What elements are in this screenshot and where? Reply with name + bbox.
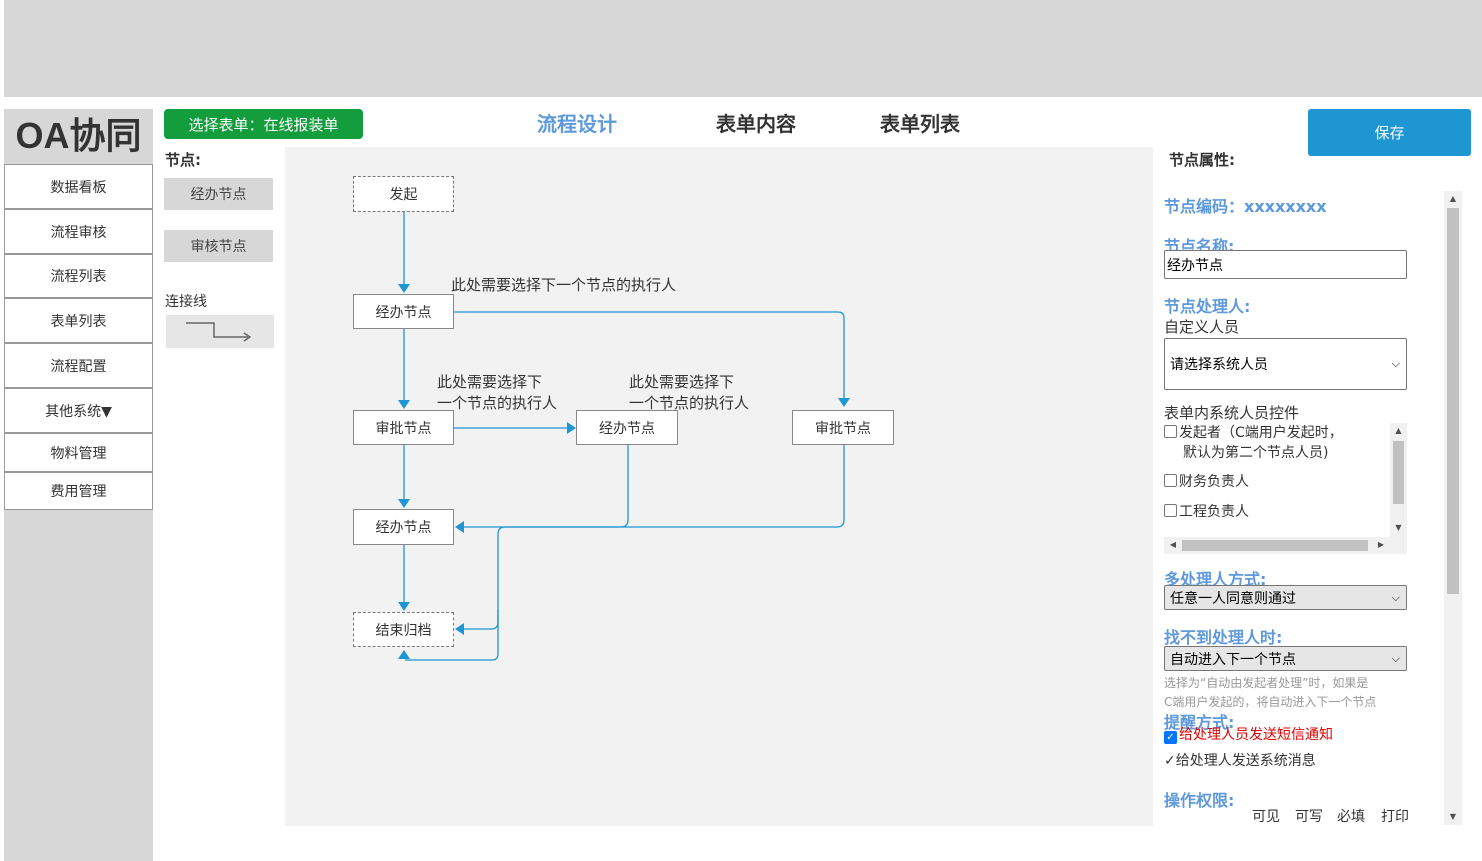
flow-note-top: 此处需要选择下一个节点的执行人: [451, 276, 677, 294]
system-person-select-value: 请选择系统人员: [1170, 357, 1268, 373]
connector-arrow-icon: [186, 322, 252, 342]
flow-node-end[interactable]: 结束归档: [353, 612, 454, 647]
perm-col-visible: 可见: [1252, 809, 1280, 825]
form-control-item-label: 发起者（C端用户发起时，: [1179, 425, 1343, 441]
scroll-thumb[interactable]: [1393, 441, 1404, 504]
form-control-vscroll[interactable]: ▲ ▼: [1390, 423, 1407, 537]
sidebar-item-process-config[interactable]: 流程配置: [4, 343, 153, 388]
remind-sms-option[interactable]: ✓给处理人员发送短信通知: [1164, 725, 1333, 745]
properties-title: 节点属性:: [1169, 151, 1235, 169]
flow-node-approve-1[interactable]: 审批节点: [353, 410, 454, 445]
flow-note-mid-right-2: 一个节点的执行人: [629, 394, 750, 412]
form-control-item-initiator[interactable]: 发起者（C端用户发起时，: [1164, 423, 1343, 443]
form-control-item-label: 工程负责人: [1179, 504, 1249, 520]
sidebar: OA协同 数据看板 流程审核 流程列表 表单列表 流程配置 其他系统▼ 物料管理…: [4, 109, 153, 861]
scroll-left-icon[interactable]: ◀: [1169, 540, 1177, 549]
scroll-down-icon[interactable]: ▼: [1449, 812, 1457, 821]
tab-process-design[interactable]: 流程设计: [537, 112, 617, 136]
checkbox-finance[interactable]: [1164, 474, 1177, 487]
not-found-select[interactable]: 自动进入下一个节点 ⌵: [1164, 646, 1407, 671]
scroll-right-icon[interactable]: ▶: [1377, 540, 1385, 549]
flow-node-approve-right[interactable]: 审批节点: [792, 410, 894, 445]
multi-mode-label: 多处理人方式:: [1164, 570, 1267, 589]
not-found-select-value: 自动进入下一个节点: [1170, 651, 1296, 668]
scroll-thumb[interactable]: [1182, 540, 1368, 551]
flow-connectors: [398, 212, 850, 661]
checkbox-sms[interactable]: ✓: [1164, 731, 1177, 744]
scroll-up-icon[interactable]: ▲: [1449, 194, 1457, 203]
flow-note-mid-left-1: 此处需要选择下: [437, 373, 543, 391]
scroll-thumb[interactable]: [1447, 208, 1459, 594]
form-control-list[interactable]: 发起者（C端用户发起时， 默认为第二个节点人员) 财务负责人 工程负责人 ▲ ▼…: [1164, 423, 1407, 554]
tab-form-list[interactable]: 表单列表: [880, 112, 960, 136]
palette-connector-label: 连接线: [165, 294, 207, 310]
palette-title: 节点:: [165, 151, 201, 169]
flow-note-mid-left-2: 一个节点的执行人: [437, 394, 558, 412]
form-select-button[interactable]: 选择表单：在线报装单: [164, 109, 363, 139]
app-logo: OA协同: [4, 109, 153, 163]
not-found-hint-1: 选择为“自动由发起者处理”时，如果是: [1164, 676, 1369, 690]
multi-mode-select[interactable]: 任意一人同意则通过 ⌵: [1164, 585, 1407, 610]
sidebar-item-materials[interactable]: 物料管理: [4, 433, 153, 472]
flow-node-handle-1[interactable]: 经办节点: [353, 294, 454, 329]
palette-handle-node[interactable]: 经办节点: [164, 178, 273, 210]
form-control-item-initiator-note: 默认为第二个节点人员): [1183, 445, 1329, 461]
perm-col-writable: 可写: [1295, 809, 1323, 825]
multi-mode-select-value: 任意一人同意则通过: [1170, 590, 1296, 607]
flow-note-mid-right-1: 此处需要选择下: [629, 373, 735, 391]
sidebar-item-process-list[interactable]: 流程列表: [4, 254, 153, 298]
system-person-select[interactable]: 请选择系统人员 ⌵: [1164, 338, 1407, 390]
not-found-label: 找不到处理人时:: [1164, 628, 1283, 647]
chevron-down-icon: ⌵: [1391, 651, 1400, 665]
node-handler-label: 节点处理人:: [1164, 297, 1251, 316]
palette-review-node[interactable]: 审核节点: [164, 230, 273, 262]
remind-sys-option[interactable]: ✓给处理人发送系统消息: [1164, 753, 1316, 769]
sidebar-item-other-systems[interactable]: 其他系统▼: [4, 388, 153, 433]
chevron-down-icon: ⌵: [1391, 590, 1400, 604]
remind-sms-label: 给处理人员发送短信通知: [1179, 727, 1333, 743]
form-control-item-engineering[interactable]: 工程负责人: [1164, 502, 1249, 522]
form-control-label: 表单内系统人员控件: [1164, 404, 1300, 422]
sidebar-item-form-list[interactable]: 表单列表: [4, 298, 153, 343]
checkbox-engineering[interactable]: [1164, 504, 1177, 517]
form-control-item-label: 财务负责人: [1179, 474, 1249, 490]
sidebar-item-dashboard[interactable]: 数据看板: [4, 164, 153, 209]
properties-vscroll[interactable]: ▲ ▼: [1444, 191, 1462, 825]
flow-node-start[interactable]: 发起: [353, 176, 454, 212]
flow-canvas[interactable]: 发起 经办节点 审批节点 经办节点 审批节点 经办节点 结束归档 此处需要选择下…: [285, 147, 1153, 826]
custom-person-label: 自定义人员: [1164, 318, 1240, 336]
perm-col-print: 打印: [1381, 809, 1409, 825]
scroll-up-icon[interactable]: ▲: [1395, 426, 1402, 435]
scroll-down-icon[interactable]: ▼: [1395, 523, 1402, 532]
perm-col-required: 必填: [1337, 809, 1365, 825]
tab-form-content[interactable]: 表单内容: [716, 112, 796, 136]
top-banner: [4, 0, 1482, 97]
remind-label: 提醒方式:: [1164, 713, 1235, 732]
sidebar-item-expenses[interactable]: 费用管理: [4, 472, 153, 510]
save-button[interactable]: 保存: [1308, 109, 1471, 156]
flow-node-handle-2[interactable]: 经办节点: [353, 509, 454, 545]
form-control-hscroll[interactable]: ◀ ▶: [1164, 537, 1407, 554]
node-name-input[interactable]: [1164, 250, 1407, 279]
flow-node-handle-mid[interactable]: 经办节点: [576, 410, 678, 445]
perm-label: 操作权限:: [1164, 791, 1235, 810]
chevron-down-icon: ⌵: [1391, 357, 1400, 370]
node-code-label: 节点编码：xxxxxxxx: [1164, 197, 1327, 216]
palette-connector[interactable]: [166, 315, 274, 348]
sidebar-item-process-review[interactable]: 流程审核: [4, 209, 153, 254]
not-found-hint-2: C端用户发起的，将自动进入下一个节点: [1164, 695, 1377, 709]
checkbox-initiator[interactable]: [1164, 425, 1177, 438]
form-control-item-finance[interactable]: 财务负责人: [1164, 472, 1249, 492]
